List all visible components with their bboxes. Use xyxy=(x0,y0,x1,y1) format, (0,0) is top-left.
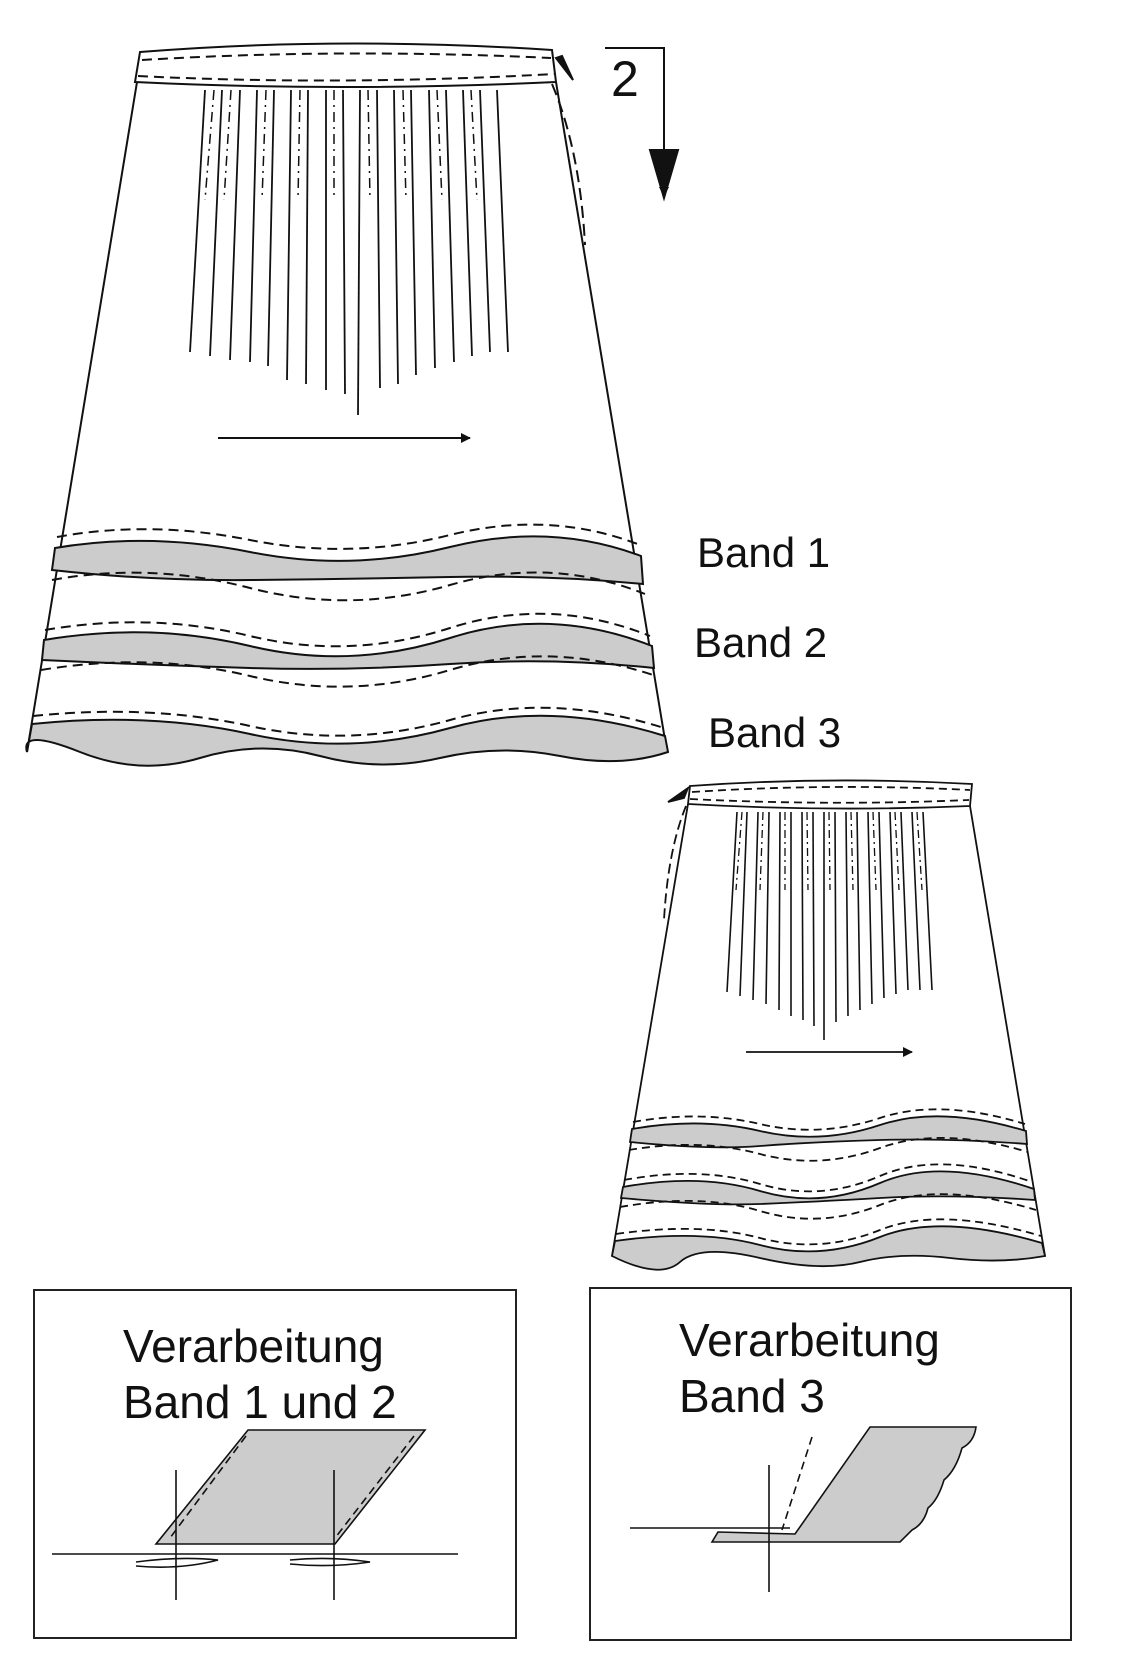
band-2-label: Band 2 xyxy=(694,619,828,666)
back-band-1 xyxy=(629,1109,1028,1160)
detail-box-band-1-2-title-line2: Band 1 und 2 xyxy=(123,1376,397,1428)
front-side-seam xyxy=(552,84,585,245)
back-band-2 xyxy=(620,1164,1036,1218)
detail-box-band-3-title-line1: Verarbeitung xyxy=(679,1314,940,1366)
front-pleats xyxy=(190,90,508,415)
step-bracket xyxy=(605,48,664,160)
front-notch-marker xyxy=(556,56,573,80)
band-3-label: Band 3 xyxy=(708,709,842,756)
detail-box-band-1-2: Verarbeitung Band 1 und 2 xyxy=(33,1289,517,1639)
front-band-1 xyxy=(52,525,645,601)
detail-box-band-3-title-line2: Band 3 xyxy=(679,1370,825,1422)
detail-box-band-1-2-title-line1: Verarbeitung xyxy=(123,1320,384,1372)
step-number-label: 2 xyxy=(611,51,639,107)
back-pleats xyxy=(727,812,932,1040)
front-band-3 xyxy=(26,708,668,766)
back-band-3 xyxy=(612,1219,1045,1269)
band-1-label: Band 1 xyxy=(697,529,831,576)
back-pleat-folds xyxy=(736,812,922,890)
front-skirt xyxy=(26,43,678,765)
back-notch-marker xyxy=(668,788,688,802)
front-waistband-stitch xyxy=(142,53,551,60)
front-band-2 xyxy=(41,614,656,687)
detail-band-3-drawing xyxy=(630,1427,976,1592)
back-skirt xyxy=(612,780,1045,1269)
detail-box-band-3: Verarbeitung Band 3 xyxy=(589,1287,1072,1641)
front-waistband xyxy=(135,43,556,87)
detail-band-1-2-drawing xyxy=(52,1430,458,1600)
back-side-seam xyxy=(664,806,686,920)
front-pleat-folds xyxy=(205,90,477,200)
back-waistband xyxy=(688,780,972,808)
